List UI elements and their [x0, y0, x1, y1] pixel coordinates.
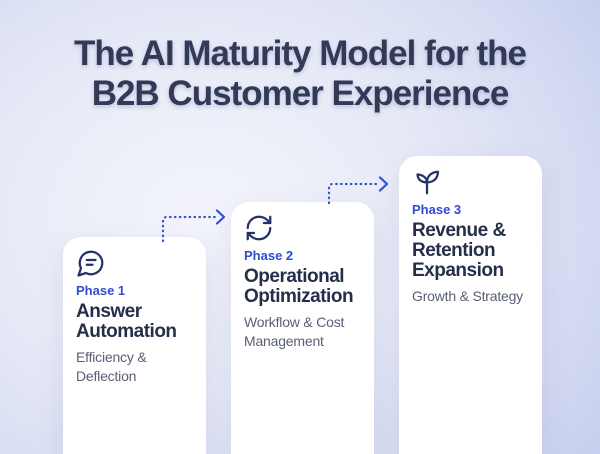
phase-2-subtext: Workflow & Cost Management	[244, 314, 345, 349]
phase-3-subtext: Growth & Strategy	[412, 288, 523, 304]
phase-1-card: Phase 1 Answer Automation Efficiency & D…	[63, 237, 206, 454]
page-title: The AI Maturity Model for the B2B Custom…	[0, 34, 600, 114]
sprout-icon	[416, 170, 440, 195]
page-title-line2: B2B Customer Experience	[91, 74, 510, 113]
phase-1-subtext: Efficiency & Deflection	[76, 349, 147, 384]
arrowhead-icon	[378, 176, 389, 192]
chat-bubble-icon	[77, 250, 104, 277]
phase-1-label: Phase 1	[76, 283, 126, 298]
connector-arrow-phase2-phase3	[327, 176, 389, 205]
phase-3-heading: Revenue & Retention Expansion	[412, 220, 506, 281]
page-title-line1: The AI Maturity Model for the	[74, 34, 527, 73]
arrowhead-icon	[215, 209, 226, 225]
phase-2-heading: Operational Optimization	[244, 266, 354, 307]
phase-1-heading: Answer Automation	[76, 301, 177, 342]
phase-3-label: Phase 3	[412, 202, 462, 217]
phase-3-card: Phase 3 Revenue & Retention Expansion Gr…	[399, 156, 542, 454]
phase-2-card: Phase 2 Operational Optimization Workflo…	[231, 202, 374, 454]
refresh-cycle-icon	[246, 215, 272, 241]
connector-arrow-phase1-phase2	[161, 209, 226, 243]
phase-2-label: Phase 2	[244, 248, 294, 263]
